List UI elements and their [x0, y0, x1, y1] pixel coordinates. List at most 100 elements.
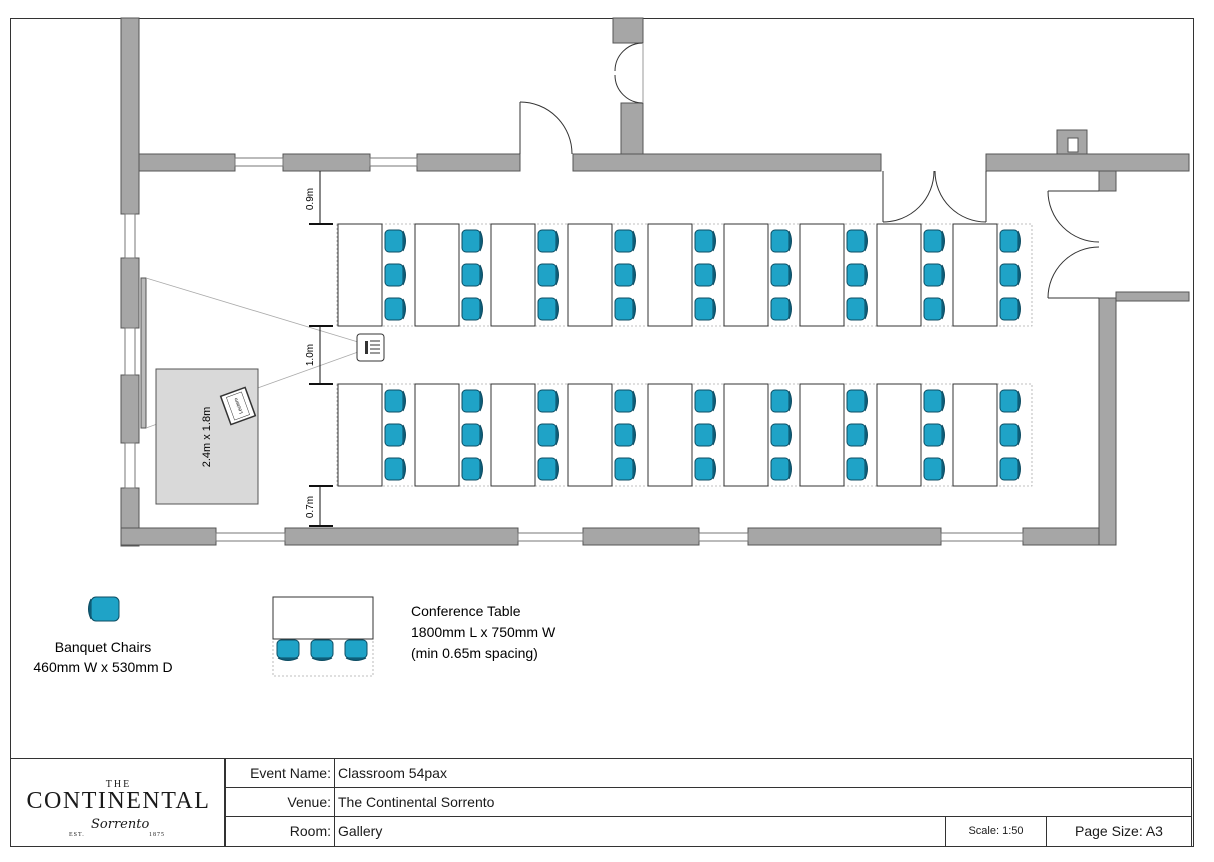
- conference-table: [952, 223, 998, 327]
- banquet-chair: [384, 263, 406, 287]
- conference-table: [647, 383, 693, 487]
- conference-table: [647, 223, 693, 327]
- windows: [124, 157, 1024, 542]
- banquet-chair: [537, 457, 559, 481]
- event-name-value: Classroom 54pax: [334, 758, 1192, 788]
- logo-est: EST.: [69, 832, 85, 838]
- banquet-chair: [923, 457, 945, 481]
- conference-table: [723, 383, 769, 487]
- legend-chair-title: Banquet Chairs: [55, 639, 152, 655]
- conference-table: [876, 223, 922, 327]
- banquet-chair: [923, 423, 945, 447]
- banquet-chair: [461, 229, 483, 253]
- wall-left-top: [120, 17, 140, 215]
- banquet-chair: [694, 297, 716, 321]
- conference-table: [490, 383, 536, 487]
- wall-left-segment: [120, 374, 140, 444]
- conference-table: [490, 223, 536, 327]
- banquet-chair: [461, 389, 483, 413]
- legend-table-title: Conference Table: [411, 603, 521, 619]
- dimension-markers: [309, 171, 333, 527]
- wall-right-top: [1098, 170, 1117, 192]
- banquet-chair: [384, 229, 406, 253]
- venue-label: Venue:: [225, 787, 335, 817]
- banquet-chair: [614, 263, 636, 287]
- banquet-chair: [461, 263, 483, 287]
- banquet-chair: [923, 389, 945, 413]
- legend-table-chair: [310, 639, 334, 661]
- banquet-chair: [846, 297, 868, 321]
- banquet-chair: [846, 457, 868, 481]
- conference-table: [723, 223, 769, 327]
- banquet-chair: [461, 457, 483, 481]
- banquet-chair: [999, 229, 1021, 253]
- banquet-chair: [384, 389, 406, 413]
- banquet-chair: [923, 263, 945, 287]
- wall-corridor: [620, 102, 644, 155]
- walls: [120, 17, 1190, 547]
- dimension-top-gap: 0.9m: [305, 188, 316, 210]
- banquet-chair: [384, 423, 406, 447]
- venue-value: The Continental Sorrento: [334, 787, 1192, 817]
- conference-table: [876, 383, 922, 487]
- banquet-chair: [999, 389, 1021, 413]
- wall-bottom-segment: [582, 527, 700, 546]
- banquet-chair: [694, 389, 716, 413]
- event-name-label: Event Name:: [225, 758, 335, 788]
- legend-chair-size: 460mm W x 530mm D: [33, 659, 172, 675]
- wall-bottom-segment: [284, 527, 519, 546]
- stage-dimension: 2.4m x 1.8m: [201, 407, 213, 468]
- banquet-chair: [694, 457, 716, 481]
- legend-table-chair: [344, 639, 368, 661]
- projector-icon: [356, 333, 385, 362]
- conference-table: [414, 383, 460, 487]
- banquet-chair: [694, 263, 716, 287]
- legend-table-note: (min 0.65m spacing): [411, 645, 538, 661]
- banquet-chair: [537, 423, 559, 447]
- banquet-chair: [999, 297, 1021, 321]
- logo-name: CONTINENTAL: [26, 788, 211, 814]
- banquet-chair: [614, 423, 636, 447]
- banquet-chair: [999, 423, 1021, 447]
- logo-script: Sorrento: [91, 817, 150, 832]
- legend-table: [272, 596, 374, 677]
- legend-chair: [88, 596, 120, 622]
- conference-table: [799, 383, 845, 487]
- banquet-chair: [537, 263, 559, 287]
- legend-chair-icon: [88, 596, 120, 622]
- banquet-chair: [537, 297, 559, 321]
- page-size-value: Page Size: A3: [1046, 816, 1192, 847]
- banquet-chair: [614, 297, 636, 321]
- banquet-chair: [614, 457, 636, 481]
- wall-top-segment: [138, 153, 236, 172]
- banquet-chair: [694, 423, 716, 447]
- legend-table-chair: [276, 639, 300, 661]
- banquet-chair: [694, 229, 716, 253]
- banquet-chair: [923, 297, 945, 321]
- room-label: Room:: [225, 816, 335, 847]
- wall-corridor: [612, 17, 644, 44]
- banquet-chair: [770, 423, 792, 447]
- banquet-chair: [999, 457, 1021, 481]
- banquet-chair: [461, 297, 483, 321]
- wall-top-segment: [282, 153, 371, 172]
- banquet-chair: [537, 229, 559, 253]
- conference-table: [567, 383, 613, 487]
- floor-plan: 2.4m x 1.8m Lectern 0.9m 1.0m 0.7m Banqu…: [33, 17, 1190, 677]
- banquet-chair: [846, 229, 868, 253]
- conference-table: [337, 223, 383, 327]
- banquet-chair: [770, 389, 792, 413]
- wall-top-segment: [572, 153, 882, 172]
- wall-bottom-segment: [747, 527, 942, 546]
- logo-the: THE: [105, 779, 132, 790]
- wall-left-segment: [120, 257, 140, 329]
- banquet-chair: [770, 263, 792, 287]
- banquet-chair: [384, 297, 406, 321]
- conference-table: [567, 223, 613, 327]
- legend-table-size: 1800mm L x 750mm W: [411, 624, 556, 640]
- lectern-label: Lectern: [233, 397, 244, 415]
- wall-top-segment: [416, 153, 521, 172]
- banquet-chair: [846, 389, 868, 413]
- banquet-chair: [614, 389, 636, 413]
- banquet-chair: [384, 457, 406, 481]
